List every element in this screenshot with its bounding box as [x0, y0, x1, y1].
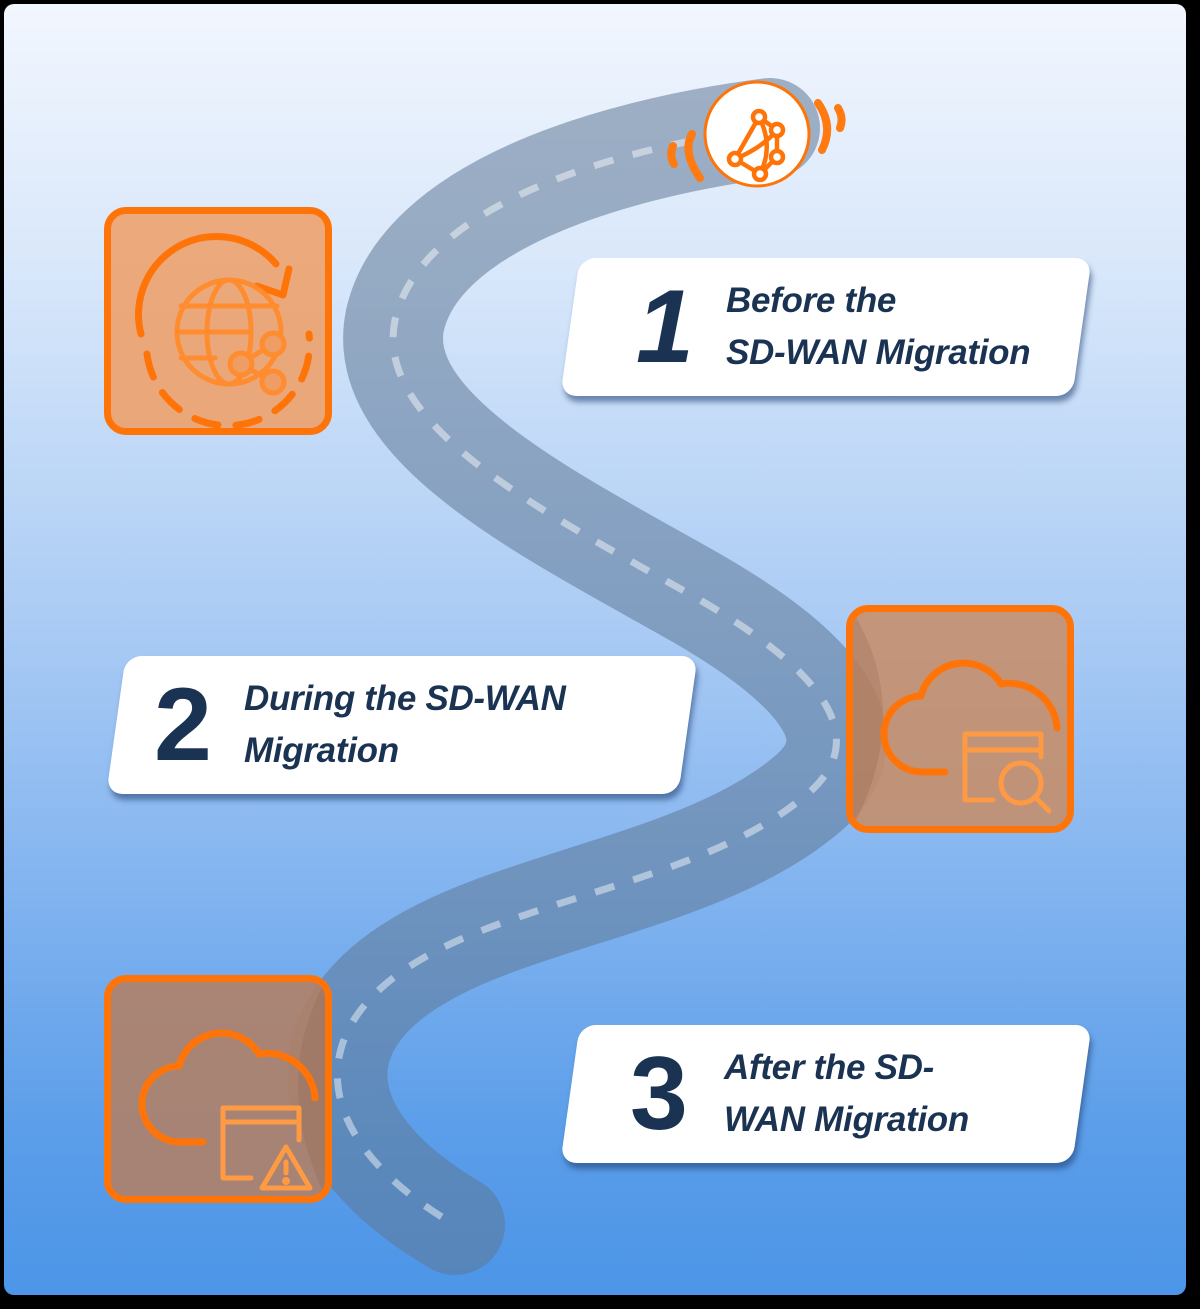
infographic-frame: 1 Before the SD-WAN Migration 2 During t…: [4, 4, 1186, 1295]
globe-refresh-share-icon: [135, 232, 314, 428]
step-2-card: 2 During the SD-WAN Migration: [106, 656, 698, 794]
step-2-icon-box: [846, 605, 1074, 833]
step-3-card: 3 After the SD- WAN Migration: [560, 1025, 1092, 1163]
step-3-icon-box: [104, 975, 332, 1203]
step-1-number: 1: [636, 269, 692, 385]
cloud-window-warning-icon: [138, 1029, 319, 1191]
network-graph-icon: [726, 108, 786, 183]
step-3-number: 3: [630, 1036, 686, 1152]
cloud-window-search-icon: [880, 659, 1061, 814]
step-2-number: 2: [154, 667, 210, 783]
start-marker: [652, 78, 852, 188]
step-1-icon-box: [104, 207, 332, 435]
step-3-label: After the SD- WAN Migration: [724, 1048, 969, 1139]
road-path: [287, 78, 887, 1275]
step-1-label: Before the SD-WAN Migration: [726, 281, 1031, 372]
signal-waves-icon: [667, 99, 846, 182]
step-2-label: During the SD-WAN Migration: [244, 679, 566, 770]
step-1-card: 1 Before the SD-WAN Migration: [560, 258, 1092, 396]
